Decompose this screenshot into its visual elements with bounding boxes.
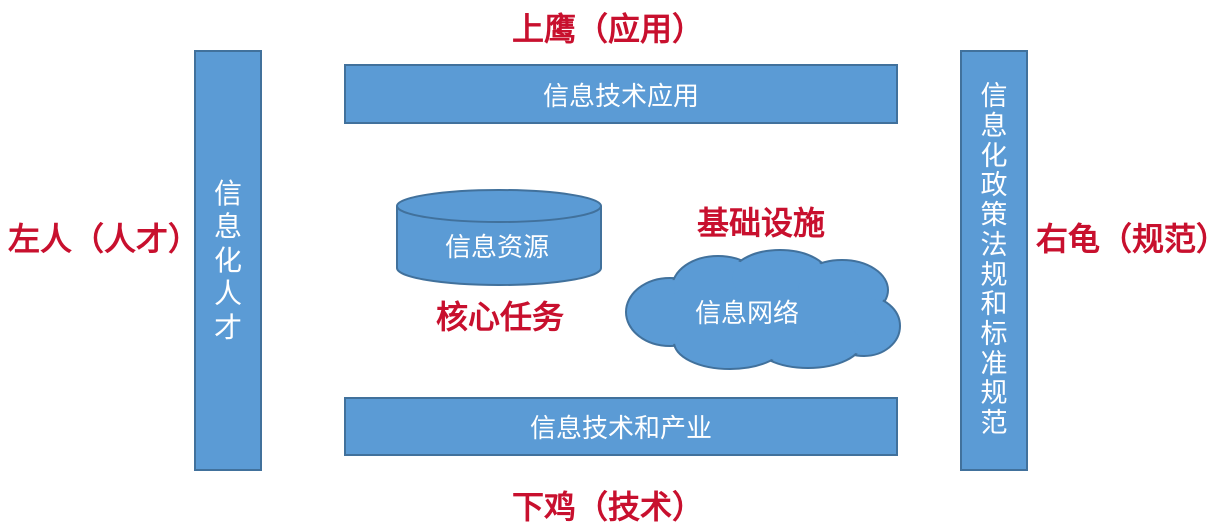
box-it-talent-char: 信 <box>213 176 242 210</box>
label-bottom-technology: 下鸡（技术） <box>512 488 705 526</box>
box-it-application: 信息技术应用 <box>344 64 898 124</box>
box-it-policy-standards-char: 规 <box>980 378 1008 410</box>
box-it-industry: 信息技术和产业 <box>344 397 898 456</box>
box-it-policy-standards-char: 和 <box>980 289 1008 321</box>
label-core-task: 核心任务 <box>436 298 565 336</box>
box-it-policy-standards-char: 息 <box>980 111 1008 143</box>
box-it-policy-standards-char: 政 <box>980 170 1008 202</box>
box-it-policy-standards-char: 化 <box>980 140 1008 172</box>
box-it-policy-standards-char: 策 <box>980 200 1008 232</box>
box-it-talent-char: 才 <box>213 310 242 344</box>
box-it-policy-standards-char: 规 <box>980 259 1008 291</box>
cylinder-info-resources <box>396 189 602 286</box>
box-it-policy-standards-char: 标 <box>980 318 1008 350</box>
box-it-talent-char: 息 <box>213 210 242 244</box>
box-it-talent-char: 人 <box>213 277 242 311</box>
box-it-policy-standards-char: 准 <box>980 348 1008 380</box>
box-it-policy-standards-char: 范 <box>980 407 1008 439</box>
cylinder-label: 信息资源 <box>445 233 550 263</box>
box-it-policy-standards-char: 信 <box>980 81 1008 113</box>
box-it-policy-standards-char: 法 <box>980 229 1008 261</box>
label-top-application: 上鹰（应用） <box>512 10 705 48</box>
label-right-standards: 右龟（规范） <box>1036 220 1217 258</box>
cloud-info-network <box>625 249 901 370</box>
cloud-label: 信息网络 <box>695 299 800 329</box>
label-left-talent: 左人（人才） <box>8 220 201 258</box>
box-it-talent: 信息化人才 <box>194 50 262 471</box>
box-it-talent-char: 化 <box>213 243 242 277</box>
box-it-application-label: 信息技术应用 <box>542 81 699 112</box>
label-infrastructure: 基础设施 <box>697 204 826 242</box>
box-it-industry-label: 信息技术和产业 <box>529 414 712 444</box>
box-it-policy-standards: 信息化政策法规和标准规范 <box>960 50 1028 471</box>
